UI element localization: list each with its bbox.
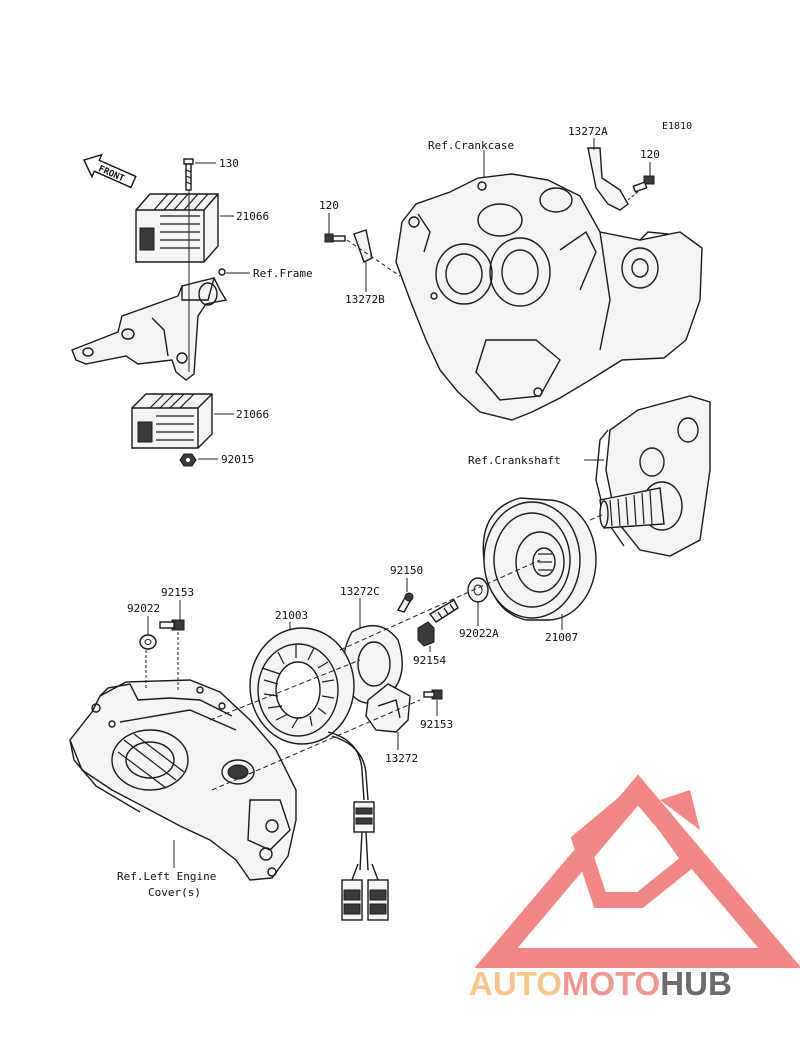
label-21003: 21003 (275, 609, 308, 622)
bolt-120-right (632, 175, 655, 193)
stator-21003 (249, 627, 355, 745)
crankcase (395, 173, 703, 421)
rotor-21007 (482, 497, 597, 621)
label-92150: 92150 (390, 564, 423, 577)
mounting-bracket (71, 268, 228, 381)
label-92153-right: 92153 (420, 718, 453, 731)
label-120-right: 120 (640, 148, 660, 161)
label-21007: 21007 (545, 631, 578, 644)
label-ref-cover-line1: Ref.Left Engine (117, 870, 216, 883)
label-92153-top: 92153 (161, 586, 194, 599)
label-21066-top: 21066 (236, 210, 269, 223)
label-ref-cover-line2: Cover(s) (148, 886, 201, 899)
nut-92015 (179, 453, 197, 467)
bolt-92153-right (423, 689, 443, 700)
label-92015: 92015 (221, 453, 254, 466)
logo-hub: HUB (660, 965, 732, 1002)
front-arrow-icon: FRONT (83, 153, 137, 189)
left-engine-cover (69, 679, 297, 881)
label-13272B: 13272B (345, 293, 385, 306)
label-13272A: 13272A (568, 125, 608, 138)
svg-text:AUTOMOTOHUB: AUTOMOTOHUB (469, 965, 732, 1002)
automotohub-logo: AUTOMOTOHUB (469, 774, 800, 1002)
washer-92022 (139, 634, 157, 650)
bracket-13272 (365, 683, 411, 733)
wire-harness (327, 731, 389, 921)
label-92022A: 92022A (459, 627, 499, 640)
washer-92022A (467, 577, 489, 603)
label-ref-crankshaft: Ref.Crankshaft (468, 454, 561, 467)
label-92022: 92022 (127, 602, 160, 615)
label-13272: 13272 (385, 752, 418, 765)
bolt-130 (183, 158, 194, 191)
bolt-92153-top (159, 619, 185, 631)
label-120-left: 120 (319, 199, 339, 212)
diagram-code: E1810 (662, 121, 692, 132)
assembly-lines (145, 513, 605, 791)
label-ref-frame: Ref.Frame (253, 267, 313, 280)
bracket-13272A (587, 147, 629, 211)
label-ref-crankcase: Ref.Crankcase (428, 139, 514, 152)
pin-92150 (396, 592, 414, 613)
logo-moto: MOTO (562, 965, 660, 1002)
regulator-21066-top (135, 193, 219, 263)
bolt-92154 (417, 599, 459, 647)
regulator-21066-bottom (131, 393, 213, 449)
label-13272C: 13272C (340, 585, 380, 598)
bracket-13272B (353, 229, 373, 263)
label-130: 130 (219, 157, 239, 170)
crankshaft (595, 395, 711, 557)
logo-auto: AUTO (469, 965, 562, 1002)
bolt-120-left (324, 233, 346, 243)
label-21066-bottom: 21066 (236, 408, 269, 421)
label-92154: 92154 (413, 654, 446, 667)
